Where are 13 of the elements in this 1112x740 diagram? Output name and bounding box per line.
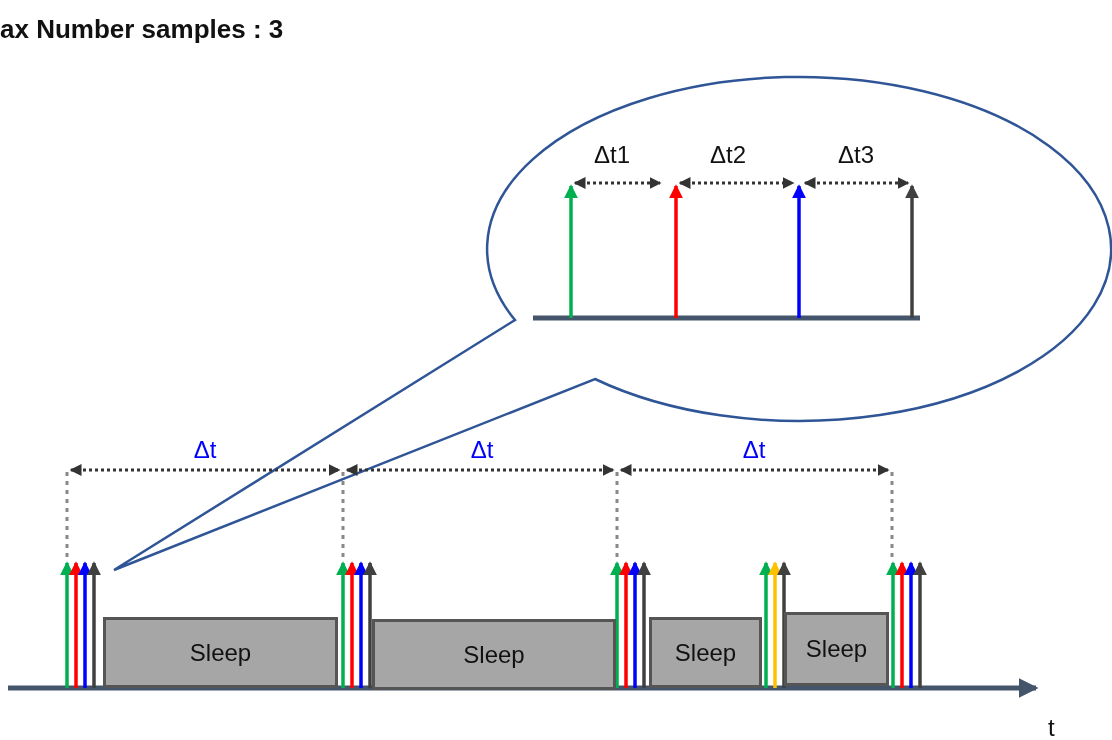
sleep-block: Sleep	[103, 617, 338, 688]
axis-label: t	[1048, 716, 1055, 740]
interval-label: Δt1	[594, 143, 630, 167]
interval-label: Δt	[193, 438, 217, 462]
sleep-block: Sleep	[784, 612, 889, 686]
interval-label: Δt3	[838, 143, 874, 167]
interval-label: Δt	[742, 438, 766, 462]
heading: ax Number samples : 3	[0, 16, 284, 42]
sleep-block: Sleep	[372, 619, 616, 690]
sleep-block: Sleep	[649, 617, 762, 688]
interval-label: Δt2	[710, 143, 746, 167]
callout-bubble	[112, 75, 1112, 572]
interval-label: Δt	[470, 438, 494, 462]
